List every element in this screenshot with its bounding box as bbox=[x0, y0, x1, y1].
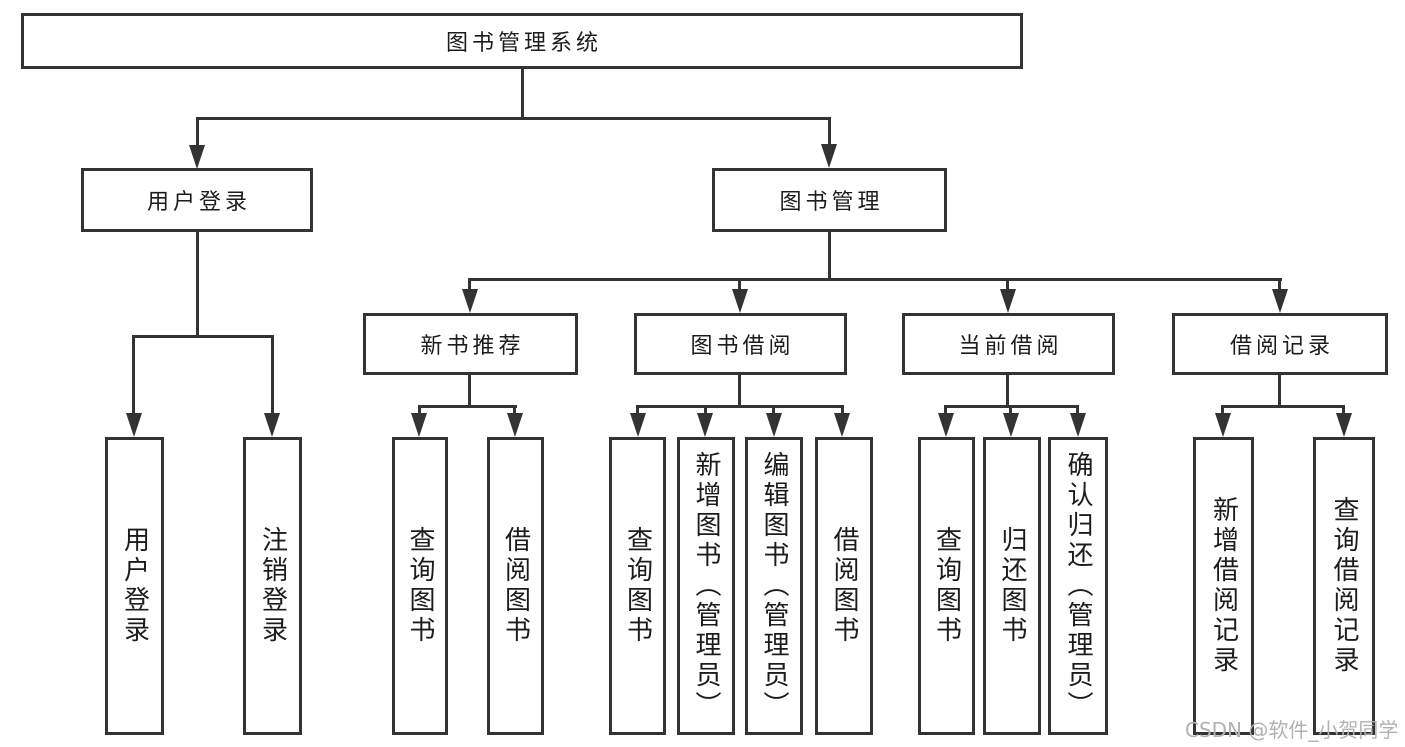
arrow-down-icon bbox=[189, 145, 205, 169]
leaf-nb-query-books: 查询图书 bbox=[392, 437, 448, 735]
leaf-br-add-record: 新增借阅记录 bbox=[1193, 437, 1254, 735]
connector-userlogin-rail bbox=[132, 335, 274, 338]
connector-drop-leaf bbox=[271, 335, 274, 415]
arrow-down-icon bbox=[938, 413, 954, 437]
connector-drop-leaf bbox=[841, 405, 844, 415]
leaf-cb-return-books: 归还图书 bbox=[983, 437, 1041, 735]
leaf-br-query-record: 查询借阅记录 bbox=[1313, 437, 1375, 735]
node-borrowing-records: 借阅记录 bbox=[1172, 313, 1388, 375]
node-book-management: 图书管理 bbox=[712, 168, 947, 232]
connector-drop-leaf bbox=[944, 405, 947, 415]
leaf-bb-edit-books-admin: 编辑图书（管理员） bbox=[745, 437, 803, 735]
arrow-down-icon bbox=[264, 413, 280, 437]
connector-drop-leaf bbox=[1009, 405, 1012, 415]
arrow-down-icon bbox=[732, 289, 748, 313]
connector-drop-l2 bbox=[1006, 278, 1009, 291]
connector-userlogin-stem bbox=[196, 232, 199, 338]
leaf-bb-add-books-admin: 新增图书（管理员） bbox=[677, 437, 735, 735]
leaf-bb-query-books: 查询图书 bbox=[609, 437, 666, 735]
arrow-down-icon bbox=[766, 413, 782, 437]
arrow-down-icon bbox=[462, 289, 478, 313]
connector-drop-l2 bbox=[468, 278, 471, 291]
connector-root-rail bbox=[196, 117, 831, 120]
connector-root-stem bbox=[521, 68, 524, 120]
connector-newbook-rail bbox=[418, 405, 517, 408]
arrow-down-icon bbox=[1215, 413, 1231, 437]
arrow-down-icon bbox=[411, 413, 427, 437]
connector-bookmgmt-stem bbox=[828, 232, 831, 281]
arrow-down-icon bbox=[821, 144, 837, 168]
connector-drop-leaf bbox=[513, 405, 516, 415]
connector-drop-l2 bbox=[738, 278, 741, 291]
node-current-borrowing: 当前借阅 bbox=[902, 313, 1115, 375]
connector-drop-leaf bbox=[1221, 405, 1224, 415]
watermark: CSDN @软件_小贺同学 bbox=[1185, 718, 1399, 742]
arrow-down-icon bbox=[1070, 413, 1086, 437]
connector-currentborrow-stem bbox=[1006, 375, 1009, 408]
leaf-nb-borrow-books: 借阅图书 bbox=[487, 437, 544, 735]
connector-bookborrow-stem bbox=[738, 375, 741, 408]
leaf-bb-borrow-books: 借阅图书 bbox=[815, 437, 873, 735]
arrow-down-icon bbox=[1003, 413, 1019, 437]
connector-drop-user-login bbox=[196, 117, 199, 146]
connector-drop-book-mgmt bbox=[828, 117, 831, 145]
connector-newbook-stem bbox=[468, 375, 471, 408]
connector-bookborrow-rail bbox=[636, 405, 844, 408]
connector-drop-leaf bbox=[772, 405, 775, 415]
arrow-down-icon bbox=[1000, 289, 1016, 313]
connector-bookmgmt-rail bbox=[468, 278, 1282, 281]
arrow-down-icon bbox=[1272, 289, 1288, 313]
connector-drop-l2 bbox=[1278, 278, 1281, 291]
connector-drop-leaf bbox=[704, 405, 707, 415]
connector-records-stem bbox=[1278, 375, 1281, 408]
arrow-down-icon bbox=[507, 413, 523, 437]
arrow-down-icon bbox=[1336, 413, 1352, 437]
connector-drop-leaf bbox=[418, 405, 421, 415]
arrow-down-icon bbox=[697, 413, 713, 437]
connector-records-rail bbox=[1221, 405, 1345, 408]
node-book-borrowing: 图书借阅 bbox=[634, 313, 847, 375]
arrow-down-icon bbox=[834, 413, 850, 437]
node-new-book-recommend: 新书推荐 bbox=[363, 313, 578, 375]
connector-drop-leaf bbox=[636, 405, 639, 415]
leaf-cb-confirm-return-admin: 确认归还（管理员） bbox=[1048, 437, 1108, 735]
connector-drop-leaf bbox=[1342, 405, 1345, 415]
node-root: 图书管理系统 bbox=[21, 13, 1023, 69]
node-user-login: 用户登录 bbox=[81, 168, 313, 232]
leaf-cb-query-books: 查询图书 bbox=[918, 437, 975, 735]
connector-drop-leaf bbox=[1076, 405, 1079, 415]
arrow-down-icon bbox=[126, 413, 142, 437]
arrow-down-icon bbox=[630, 413, 646, 437]
leaf-logout: 注销登录 bbox=[243, 437, 302, 735]
leaf-user-login: 用户登录 bbox=[105, 437, 164, 735]
connector-drop-leaf bbox=[132, 335, 135, 415]
